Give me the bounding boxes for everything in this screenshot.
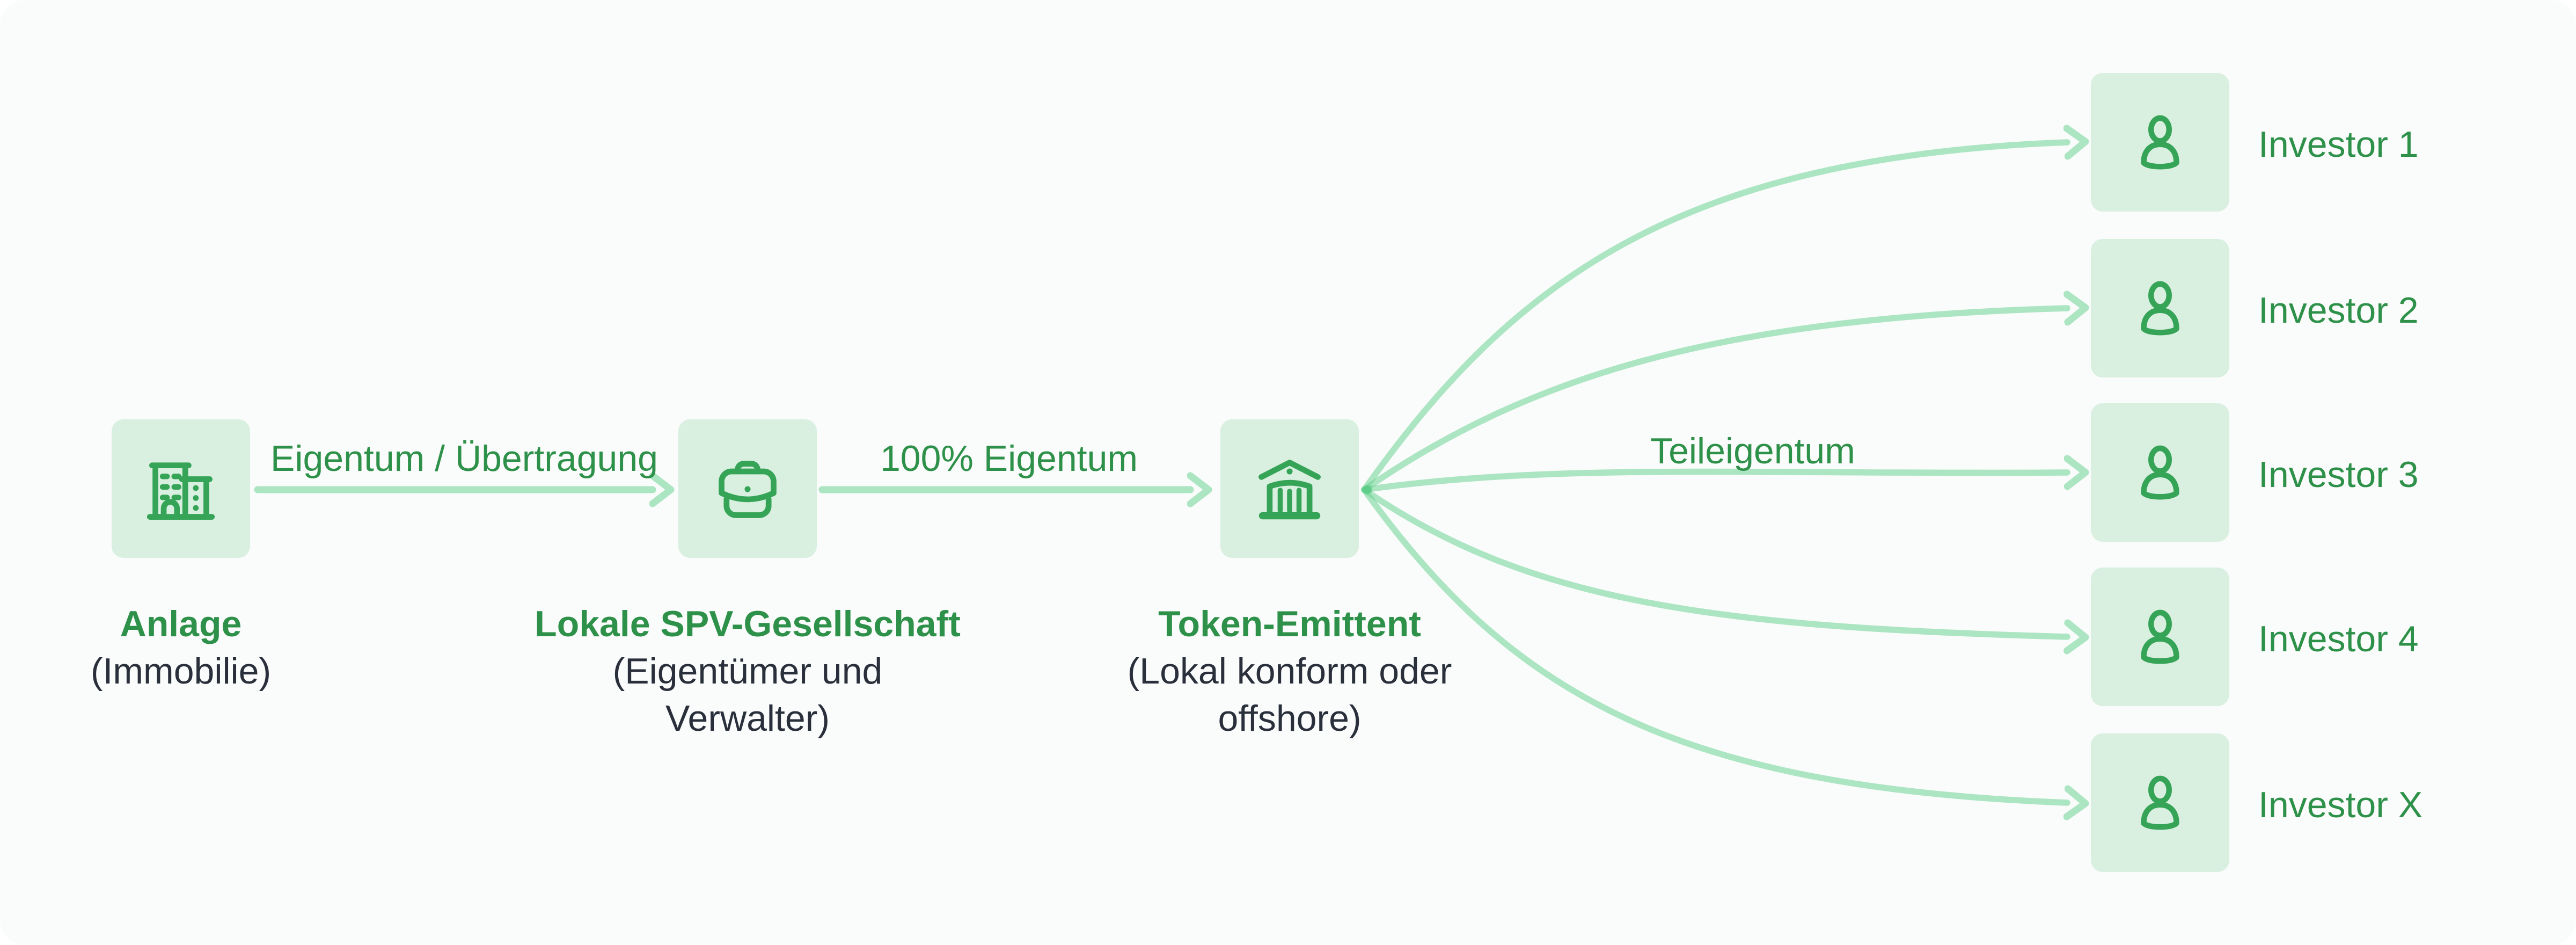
investor-x-label: Investor X <box>2258 784 2423 825</box>
arrow-issuer-to-investor-3 <box>1361 472 2067 493</box>
edge-label-spv-to-issuer: 100% Eigentum <box>880 438 1138 479</box>
bank-icon <box>1258 460 1321 520</box>
spv-node-box <box>678 419 817 558</box>
arrow-issuer-to-investor-x <box>1361 486 2067 803</box>
person-icon <box>2141 445 2179 500</box>
issuer-label: Token-Emittent (Lokal konform oder offsh… <box>1107 600 1472 742</box>
asset-label: Anlage (Immobilie) <box>91 600 271 695</box>
investor-3-box <box>2091 403 2229 542</box>
investor-1-label: Investor 1 <box>2258 124 2419 165</box>
issuer-title: Token-Emittent <box>1158 604 1421 644</box>
asset-node-box <box>112 419 250 558</box>
person-icon <box>2141 775 2179 830</box>
investor-x-box <box>2091 733 2229 872</box>
issuer-node-box <box>1220 419 1359 558</box>
fan-origin-dot <box>1363 485 1372 494</box>
arrow-issuer-to-investor-2 <box>1361 308 2067 493</box>
briefcase-icon <box>719 461 777 518</box>
person-icon <box>2141 609 2179 664</box>
edge-label-issuer-to-investors: Teileigentum <box>1650 431 1855 471</box>
spv-subtitle: (Eigentümer und Verwalter) <box>612 651 883 739</box>
person-icon <box>2141 281 2179 336</box>
investor-4-label: Investor 4 <box>2258 619 2419 659</box>
investor-2-label: Investor 2 <box>2258 290 2419 331</box>
investor-4-box <box>2091 568 2229 706</box>
edge-label-asset-to-spv: Eigentum / Übertragung <box>270 438 658 479</box>
asset-title: Anlage <box>120 604 242 644</box>
issuer-subtitle: (Lokal konform oder offshore) <box>1127 651 1452 739</box>
investor-3-label: Investor 3 <box>2258 454 2419 495</box>
investor-2-box <box>2091 239 2229 377</box>
arrow-issuer-to-investor-4 <box>1361 486 2067 637</box>
spv-title: Lokale SPV-Gesellschaft <box>535 604 961 644</box>
building-icon <box>147 462 215 520</box>
spv-label: Lokale SPV-Gesellschaft (Eigentümer und … <box>535 600 961 742</box>
arrow-issuer-to-investor-1 <box>1361 142 2067 493</box>
investor-1-box <box>2091 73 2229 212</box>
person-icon <box>2141 115 2179 170</box>
asset-subtitle: (Immobilie) <box>90 651 272 692</box>
